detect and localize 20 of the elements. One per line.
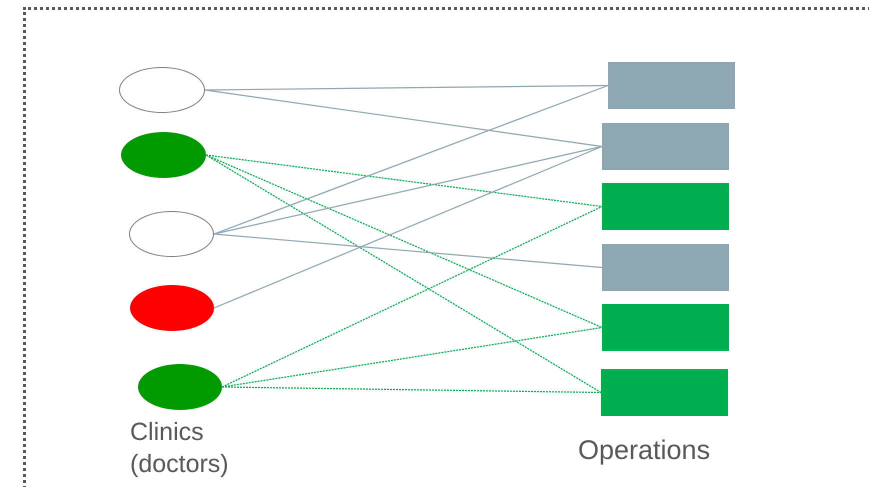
operation-box <box>602 244 729 291</box>
operation-box <box>602 304 729 351</box>
axis-label: Operations <box>578 434 710 467</box>
connector-line <box>206 154 602 208</box>
operation-box <box>608 62 735 109</box>
connector-line <box>205 84 608 91</box>
connector-line <box>214 146 602 309</box>
operation-box <box>601 369 728 416</box>
connector-line <box>214 84 608 235</box>
connector-line <box>222 386 601 394</box>
connector-line <box>222 206 602 388</box>
connector-line <box>204 89 602 148</box>
connector-line <box>206 154 602 394</box>
connector-line <box>222 326 602 388</box>
connector-line <box>214 233 602 268</box>
operation-box <box>602 123 729 170</box>
axis-label: Clinics (doctors) <box>130 417 230 480</box>
connector-line <box>206 154 602 328</box>
connector-line <box>214 146 602 235</box>
operation-box <box>602 183 729 230</box>
